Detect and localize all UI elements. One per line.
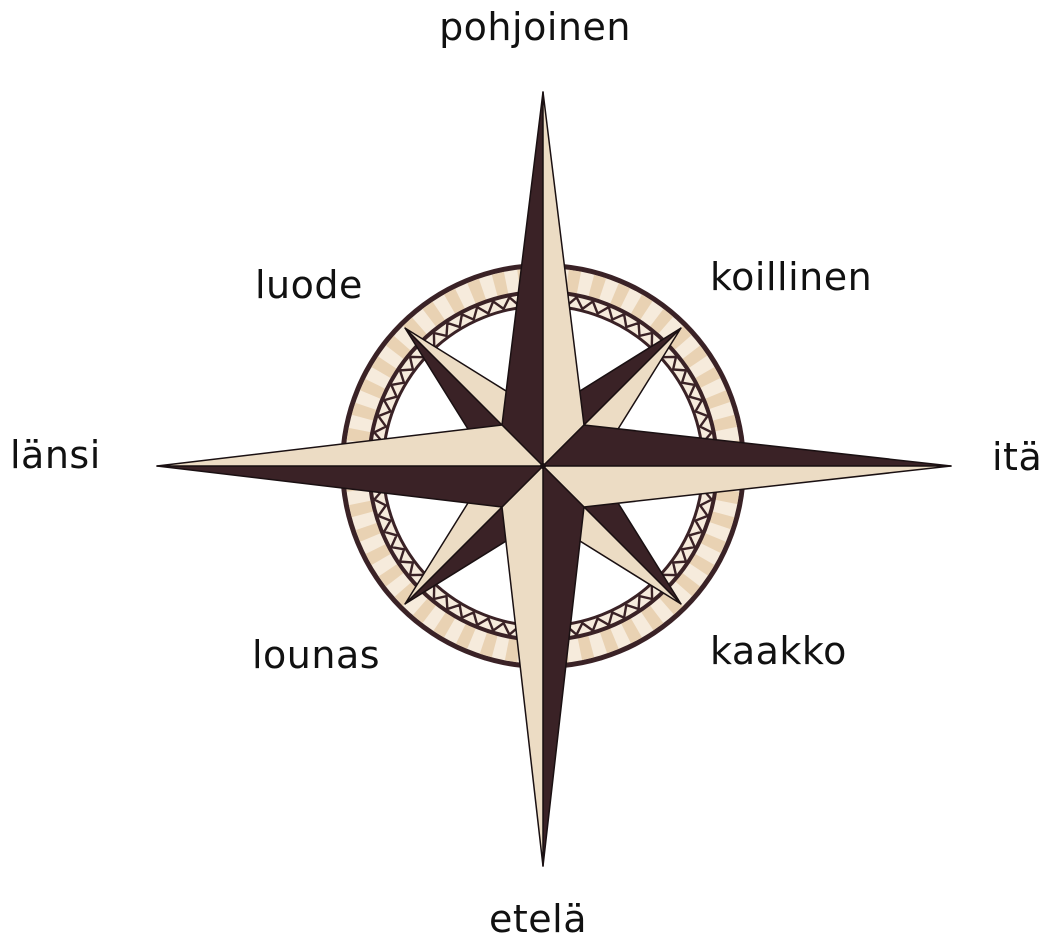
label-northwest: luode [255,266,363,304]
label-east: itä [992,438,1042,476]
point-east-light-half [543,466,951,507]
point-south-dark-half [543,466,584,866]
label-north: pohjoinen [439,8,631,46]
label-west: länsi [10,436,101,474]
point-south-light-half [502,466,543,866]
label-southwest: lounas [252,636,380,674]
label-southeast: kaakko [710,632,847,670]
center-dot [540,463,546,469]
point-east-dark-half [543,425,951,466]
label-northeast: koillinen [710,258,872,296]
compass-points [157,92,951,866]
label-south: etelä [489,900,587,938]
